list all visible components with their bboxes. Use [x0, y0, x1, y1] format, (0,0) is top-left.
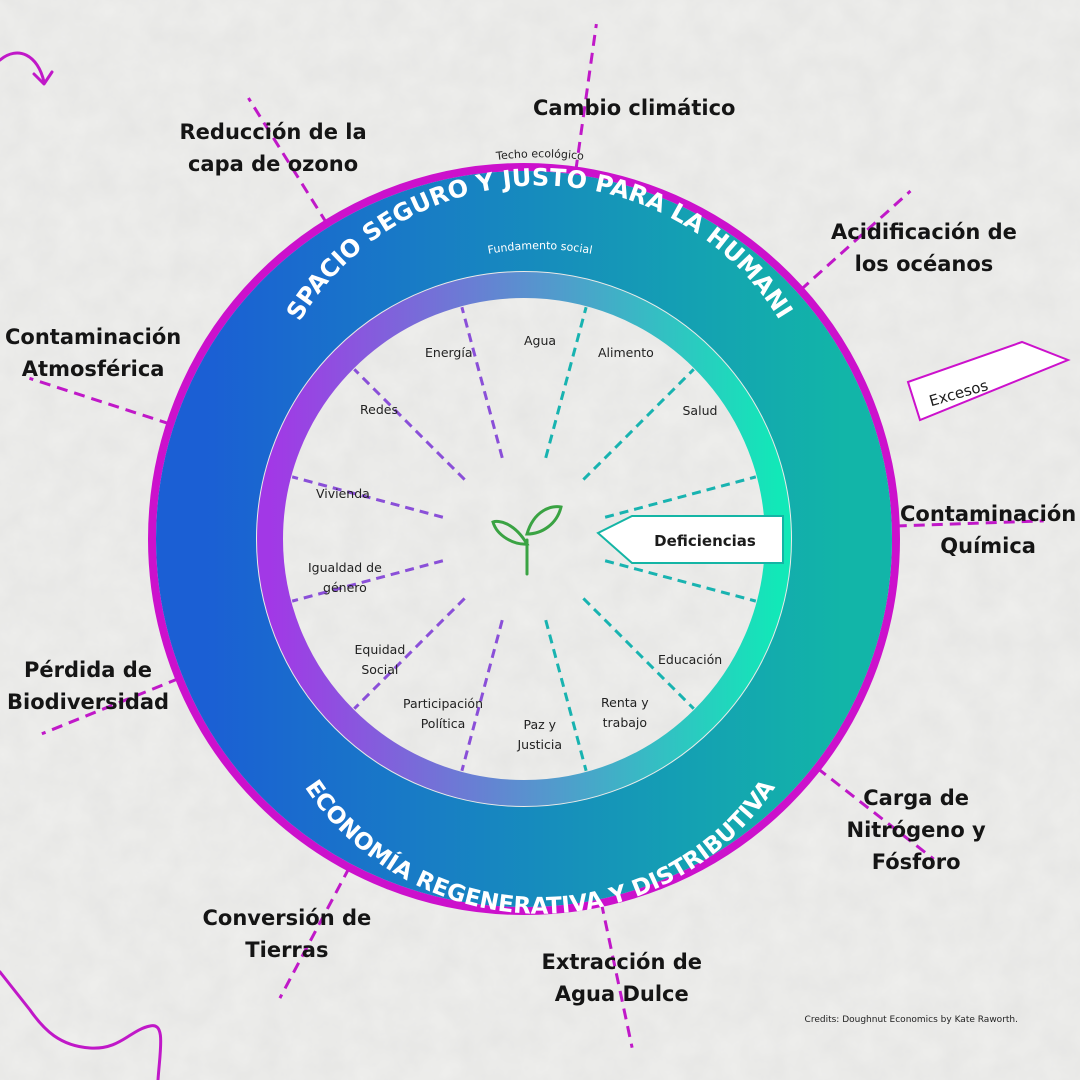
foundation-divider	[460, 306, 504, 459]
foundation-label-food: Alimento	[598, 345, 654, 360]
foundation-divider	[582, 597, 695, 710]
ceiling-divider	[816, 766, 935, 861]
overshoot-arrow: Excesos	[906, 340, 1071, 422]
ceiling-label-nitrogen-phosphorus-load: Carga de Nitrógeno y Fósforo	[846, 786, 986, 874]
ceiling-divider	[278, 866, 351, 999]
foundation-divider	[544, 619, 588, 772]
ecological-ceiling-dividers	[28, 23, 1044, 1048]
foundation-label-water: Agua	[524, 333, 557, 348]
ceiling-label-air-pollution: Contaminación Atmosférica	[5, 325, 182, 381]
sprout-icon	[491, 505, 563, 576]
ceiling-divider	[574, 23, 598, 171]
foundation-divider	[353, 368, 466, 481]
curved-arrow-icon	[0, 51, 46, 84]
foundation-label-social-equity: Equidad Social	[354, 642, 406, 677]
ceiling-label-ocean-acidification: Acidificación de los océanos	[831, 220, 1017, 276]
ceiling-label-freshwater-withdrawal: Extracción de Agua Dulce	[541, 950, 703, 1006]
foundation-label-political-voice: Participación Política	[403, 696, 484, 731]
shortfall-label: Deficiencias	[654, 532, 756, 550]
foundation-divider	[604, 559, 757, 603]
foundation-label-education: Educación	[658, 652, 723, 667]
foundation-label-income-work: Renta y trabajo	[601, 695, 649, 730]
curved-arrow-head	[32, 70, 54, 86]
social-foundation-label: Fundamento social	[487, 239, 594, 257]
foundation-label-peace-justice: Paz y Justicia	[517, 717, 563, 752]
foundation-divider	[353, 597, 466, 710]
ceiling-label-chemical-pollution: Contaminación Química	[900, 502, 1077, 558]
foundation-label-energy: Energía	[425, 345, 473, 360]
foundation-label-networks: Redes	[360, 402, 398, 417]
social-foundation-dividers	[291, 306, 757, 772]
foundation-label-housing: Vivienda	[316, 486, 370, 501]
ceiling-label-biodiversity-loss: Pérdida de Biodiversidad	[7, 658, 170, 714]
ceiling-divider	[799, 189, 912, 292]
squiggle-icon	[0, 970, 163, 1080]
ceiling-label-ozone-depletion: Reducción de la capa de ozono	[179, 120, 367, 176]
foundation-divider	[460, 619, 504, 772]
ceiling-label-climate-change: Cambio climático	[533, 96, 736, 120]
foundation-divider	[604, 475, 757, 519]
ceiling-divider	[41, 676, 180, 736]
ecological-ceiling-ring	[148, 163, 900, 915]
foundation-divider	[291, 559, 444, 603]
ceiling-divider	[895, 519, 1044, 528]
foundation-label-gender-equality: Igualdad de género	[308, 560, 382, 595]
foundation-label-health: Salud	[682, 403, 718, 418]
ecological-ceiling-label: Techo ecológico	[494, 147, 584, 163]
shortfall-arrow: Deficiencias	[596, 515, 784, 564]
foundation-divider	[544, 306, 588, 459]
foundation-divider	[582, 368, 695, 481]
ceiling-label-land-conversion: Conversión de Tierras	[202, 906, 372, 962]
foundation-divider	[291, 475, 444, 519]
credits-note: Credits: Doughnut Economics by Kate Rawo…	[804, 1015, 1018, 1025]
ceiling-divider	[247, 97, 329, 225]
safe-just-space-band	[156, 171, 892, 907]
ceiling-divider	[599, 902, 634, 1048]
ceiling-divider	[28, 376, 171, 426]
